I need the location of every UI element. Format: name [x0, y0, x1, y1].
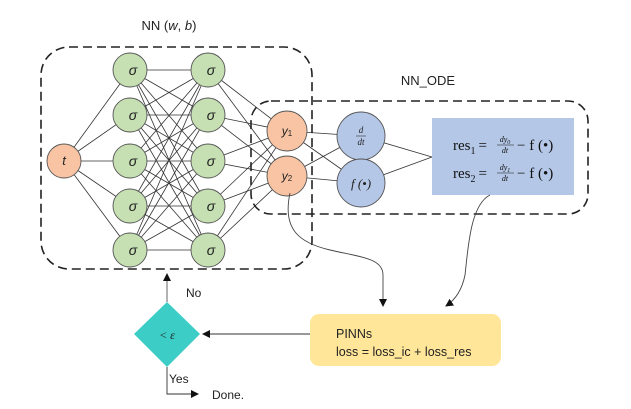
hidden1-node: σ: [112, 143, 148, 179]
hidden2-node: σ: [190, 52, 226, 88]
sigma-label: σ: [129, 198, 138, 214]
pinns-loss: loss = loss_ic + loss_res: [336, 345, 471, 359]
yes-arrow: [166, 367, 199, 398]
hidden1-node: σ: [112, 52, 148, 88]
nn-ode-title: NN_ODE: [401, 73, 456, 88]
hidden2-node: σ: [190, 188, 226, 224]
res2-numerator: dy1: [500, 163, 511, 174]
input-label: t: [62, 153, 67, 168]
sigma-label: σ: [207, 62, 216, 78]
nn-ode-container: [250, 100, 589, 215]
hidden1-to-hidden2-edge: [129, 160, 209, 251]
hidden1-node: σ: [112, 232, 148, 268]
res1-rhs: − f (•): [517, 138, 553, 154]
sigma-label: σ: [207, 242, 216, 258]
y1-label: y1: [281, 124, 293, 138]
function-label: f (•): [351, 176, 371, 191]
done-label: Done.: [212, 388, 244, 402]
sigma-label: σ: [129, 242, 138, 258]
yes-label: Yes: [169, 372, 189, 386]
nn-container: [40, 46, 313, 270]
hidden1-to-hidden2-edge: [129, 69, 209, 207]
sigma-label: σ: [207, 153, 216, 169]
residual-2: res2=: [453, 166, 487, 185]
hidden1-to-hidden2-edge: [129, 114, 209, 251]
hidden1-to-hidden2-edge: [129, 69, 209, 162]
input-to-hidden1-edge: [63, 160, 131, 251]
sigma-label: σ: [129, 62, 138, 78]
hidden1-node: σ: [112, 188, 148, 224]
function-node: f (•): [336, 158, 386, 208]
sigma-label: σ: [207, 198, 216, 214]
res1-denominator: dt: [502, 146, 509, 155]
input-node-t: t: [46, 143, 82, 179]
decision-condition: < ε: [159, 328, 175, 342]
decision-diamond: < ε: [134, 302, 200, 367]
output-node-y1: y1: [266, 110, 308, 152]
res2-rhs: − f (•): [517, 166, 553, 182]
res1-numerator: dy0: [500, 135, 511, 146]
derivative-numerator: d: [359, 125, 364, 135]
hidden2-node: σ: [190, 97, 226, 133]
pinns-box: PINNs loss = loss_ic + loss_res: [310, 314, 501, 366]
res2-denominator: dt: [502, 174, 509, 183]
pinns-title: PINNs: [336, 327, 372, 341]
output-node-y2: y2: [266, 155, 308, 197]
sigma-label: σ: [129, 153, 138, 169]
sigma-label: σ: [207, 107, 216, 123]
y2-to-pinns-arrow: [287, 192, 387, 307]
hidden2-node: σ: [190, 143, 226, 179]
derivative-node: d dt: [336, 111, 386, 161]
input-to-hidden1-edge: [63, 69, 131, 162]
derivative-denominator: dt: [357, 137, 365, 147]
residual-1: res1=: [453, 138, 487, 157]
no-label: No: [186, 286, 202, 300]
y2-label: y2: [281, 169, 293, 183]
hidden2-node: σ: [190, 232, 226, 268]
residual-box: res1= dy0 dt − f (•) res2= dy1 dt − f (•…: [432, 118, 574, 195]
residual-to-pinns-arrow: [445, 194, 491, 307]
hidden1-node: σ: [112, 97, 148, 133]
nn-title: NN (w, b): [142, 18, 197, 33]
sigma-label: σ: [129, 107, 138, 123]
hidden2-to-y1-edge: [207, 130, 288, 251]
hidden1-to-hidden2-edge: [129, 69, 209, 251]
